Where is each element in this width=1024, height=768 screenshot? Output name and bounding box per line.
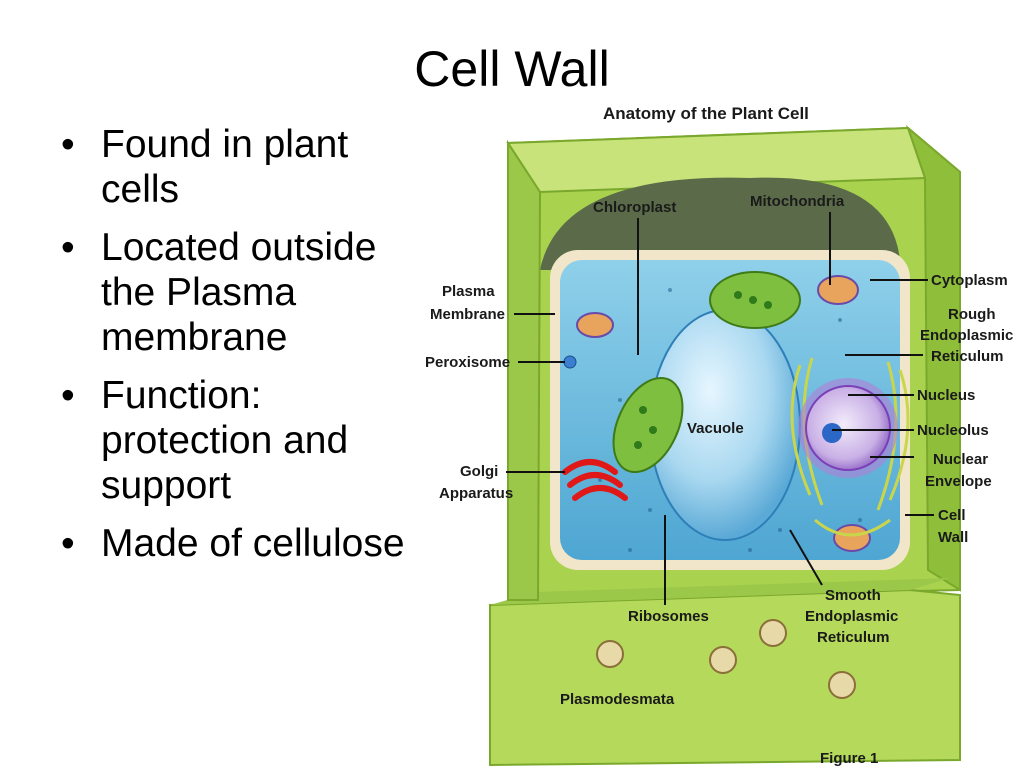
label-plasma-membrane-line1: Plasma (442, 283, 495, 300)
label-nucleolus: Nucleolus (917, 422, 989, 439)
bullet-list: Found in plant cells Located outside the… (55, 122, 435, 579)
label-plasma-membrane-line2: Membrane (430, 306, 505, 323)
label-peroxisome: Peroxisome (425, 354, 510, 371)
label-cell-wall-line1: Cell (938, 507, 966, 524)
bullet-item: Located outside the Plasma membrane (55, 225, 435, 360)
plant-cell-diagram: Anatomy of the Plant Cell (420, 100, 1024, 768)
label-vacuole: Vacuole (687, 420, 744, 437)
bullet-item: Made of cellulose (55, 521, 435, 566)
plasmodesmata-pores (596, 619, 856, 699)
label-cell-wall-line2: Wall (938, 529, 968, 546)
label-smooth-er-line1: Smooth (825, 587, 881, 604)
slide-title: Cell Wall (414, 41, 610, 97)
bullet-item: Function: protection and support (55, 373, 435, 508)
label-leader-lines (506, 212, 934, 605)
chloroplast-organelles (612, 271, 801, 474)
label-smooth-er-line3: Reticulum (817, 629, 890, 646)
golgi-apparatus-organelle (562, 459, 628, 501)
figure-title: Anatomy of the Plant Cell (603, 104, 809, 123)
figure-caption: Figure 1 (820, 750, 878, 767)
label-rough-er-line1: Rough (948, 306, 995, 323)
label-smooth-er-line2: Endoplasmic (805, 608, 898, 625)
label-plasmodesmata: Plasmodesmata (560, 691, 675, 708)
label-cytoplasm: Cytoplasm (931, 272, 1008, 289)
label-mitochondria: Mitochondria (750, 193, 845, 210)
label-golgi-line2: Apparatus (439, 485, 513, 502)
label-nucleus: Nucleus (917, 387, 975, 404)
bullet-item: Found in plant cells (55, 122, 435, 212)
plant-cell-illustration: Anatomy of the Plant Cell (425, 104, 1013, 767)
label-golgi-line1: Golgi (460, 463, 498, 480)
label-chloroplast: Chloroplast (593, 199, 676, 216)
peroxisome-organelle (563, 355, 577, 369)
label-nuclear-envelope-line1: Nuclear (933, 451, 988, 468)
mitochondria-organelles (576, 275, 871, 552)
label-ribosomes: Ribosomes (628, 608, 709, 625)
nucleus-organelle (805, 385, 891, 471)
label-rough-er-line2: Endoplasmic (920, 327, 1013, 344)
label-nuclear-envelope-line2: Envelope (925, 473, 992, 490)
label-rough-er-line3: Reticulum (931, 348, 1004, 365)
nucleolus-organelle (822, 423, 842, 443)
